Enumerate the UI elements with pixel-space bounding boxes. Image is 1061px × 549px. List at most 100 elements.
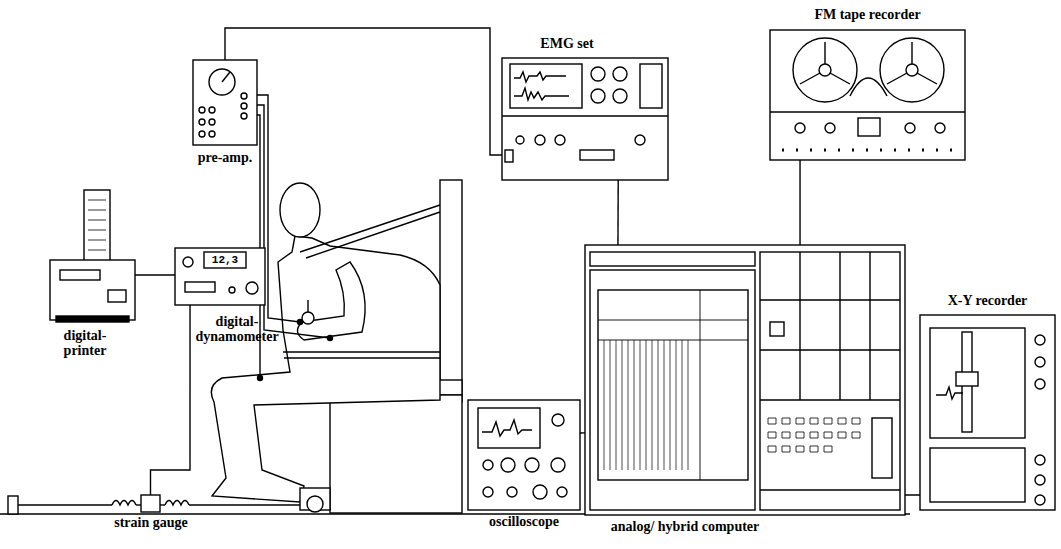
foot-plate [300, 488, 330, 512]
digital-printer [88, 200, 106, 250]
device-label: digital- printer [45, 328, 125, 358]
pre-amplifier [241, 103, 247, 109]
fm-tape-recorder [770, 111, 965, 112]
signal-cable [580, 432, 585, 433]
fm-tape-recorder [770, 30, 965, 160]
fm-tape-recorder [906, 64, 918, 76]
digital-dynamometer [175, 248, 265, 305]
fm-tape-recorder [880, 38, 944, 102]
emg-unit: EMG set [502, 58, 668, 180]
device-label: EMG set [512, 36, 622, 51]
strain-gauge-rig [8, 495, 300, 514]
fm-tape-recorder [782, 149, 952, 152]
emg-set [502, 115, 668, 116]
display-reading: 12,3 [204, 254, 246, 266]
emg-set [514, 88, 569, 100]
fm-tape-recorder [819, 64, 831, 76]
oscilloscope [507, 487, 517, 497]
digital-printer [108, 290, 126, 302]
hybrid-computer [768, 418, 860, 424]
emg-set [555, 135, 565, 145]
xy-recorder [956, 372, 978, 386]
fm-tape-recorder [825, 123, 835, 133]
emg-set [502, 58, 668, 180]
signal-cable [225, 28, 502, 155]
plotter-device: X-Y recorder [920, 315, 1055, 510]
digital-printer [84, 190, 110, 262]
emg-set [514, 72, 566, 82]
subject-figure [302, 312, 314, 324]
emg-set [502, 58, 668, 180]
hybrid-computer [598, 290, 748, 480]
xy-recorder [920, 315, 1055, 510]
hybrid-computer [585, 245, 905, 515]
tape-recorder: FM tape recorder [770, 30, 965, 160]
emg-set [510, 64, 582, 108]
signal-cable [617, 180, 619, 245]
xy-recorder [1035, 357, 1045, 367]
digital-dynamometer [229, 287, 235, 293]
strain-gauge-rig [112, 501, 136, 506]
pre-amplifier [193, 60, 257, 145]
fm-tape-recorder [770, 30, 965, 160]
hybrid-computer [590, 270, 755, 510]
emg-set [535, 135, 545, 145]
emg-set [640, 64, 662, 108]
oscilloscope [557, 487, 567, 497]
strain-gauge-rig [8, 496, 18, 514]
pre-amplifier [209, 119, 215, 125]
oscilloscope [468, 400, 580, 510]
hybrid-computer [760, 252, 900, 510]
pre-amplifier [209, 69, 235, 95]
xy-recorder [1035, 335, 1045, 345]
subject-figure [297, 262, 365, 340]
strain-gauge-rig [141, 495, 160, 512]
hybrid-computer [760, 252, 900, 400]
hybrid-computer [872, 418, 892, 478]
signal-cable [151, 305, 191, 495]
oscilloscope [468, 400, 580, 510]
digital-dynamometer [246, 282, 258, 294]
xy-recorder [1035, 475, 1045, 485]
pre-amplifier [241, 93, 247, 99]
pre-amplifier [199, 107, 205, 113]
hybrid-computer [770, 322, 784, 336]
oscilloscope-device: oscilloscope [468, 400, 580, 510]
hybrid-computer [604, 340, 688, 470]
oscilloscope [478, 408, 540, 448]
hybrid-computer [590, 252, 755, 266]
device-label: strain gauge [86, 515, 216, 530]
oscilloscope [482, 420, 532, 436]
emg-set [591, 67, 605, 81]
emg-set [613, 67, 627, 81]
device-label: X-Y recorder [920, 293, 1055, 308]
emg-set [580, 150, 614, 160]
xy-recorder [1035, 455, 1045, 465]
oscilloscope [483, 460, 493, 470]
seat-belt [284, 357, 440, 358]
subject-figure [307, 300, 308, 312]
emg-set [505, 150, 513, 162]
subject-figure [280, 183, 320, 237]
xy-recorder [930, 448, 1025, 502]
digital-printer [56, 316, 129, 322]
seat-belt [283, 351, 440, 352]
pre-amplifier [209, 107, 215, 113]
fm-tape-recorder [793, 38, 857, 102]
xy-recorder [936, 387, 963, 399]
oscilloscope [552, 414, 564, 426]
seat-belt [300, 205, 440, 252]
pre-amplifier [222, 72, 230, 82]
device-label: analog/ hybrid computer [585, 519, 785, 534]
emg-set [516, 136, 524, 144]
preamplifier: pre-amp. [193, 60, 257, 145]
fm-tape-recorder [935, 123, 945, 133]
signal-cable [905, 494, 920, 495]
hybrid-computer [760, 489, 900, 490]
pre-amplifier [199, 131, 205, 137]
device-label: pre-amp. [183, 150, 267, 165]
device-label: oscilloscope [454, 514, 594, 529]
fm-tape-recorder [887, 42, 937, 84]
hybrid-computer [598, 290, 748, 480]
